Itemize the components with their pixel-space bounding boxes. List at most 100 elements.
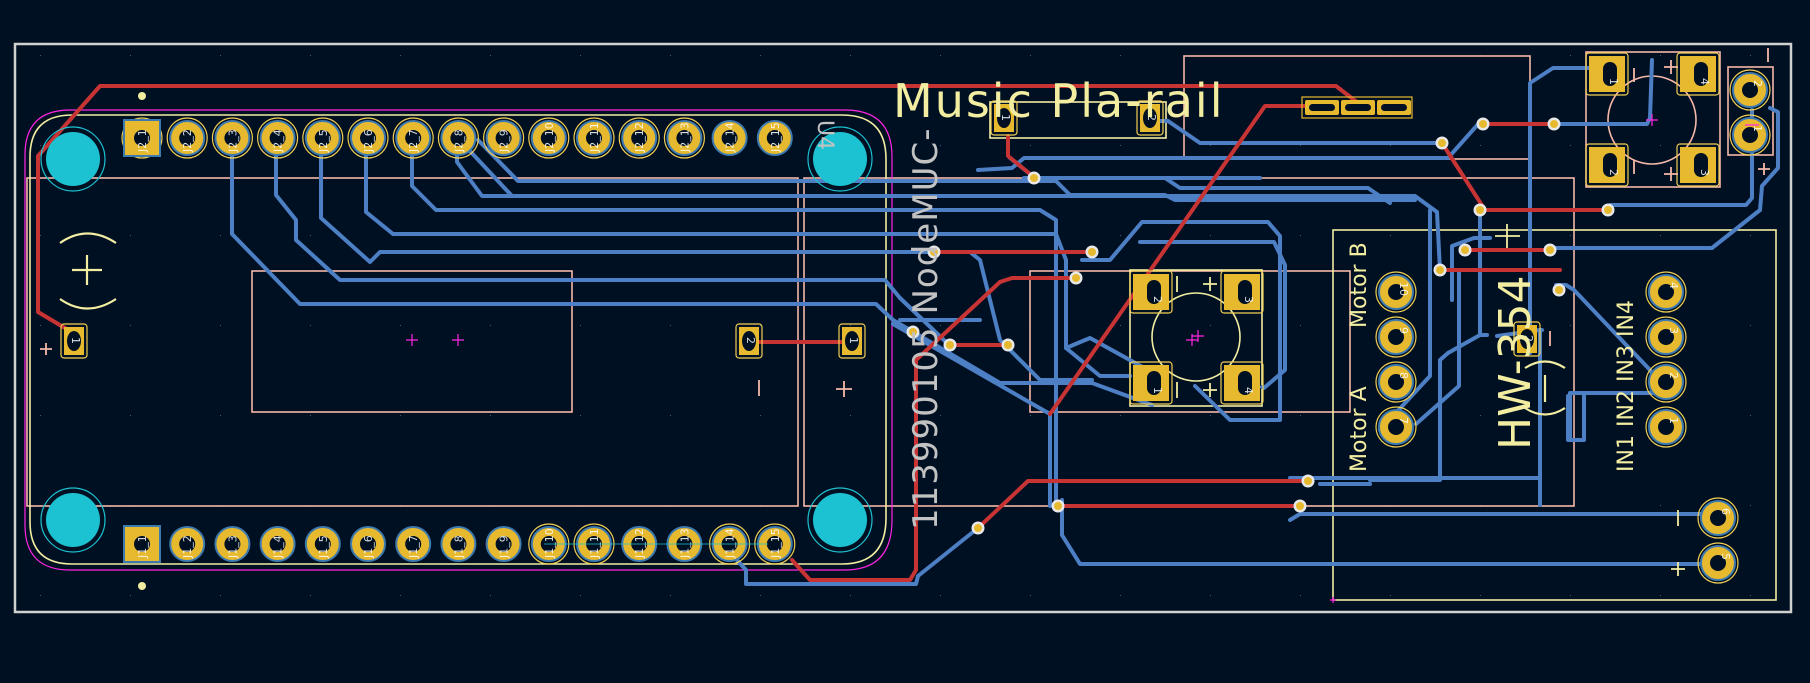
grid-dot — [130, 325, 131, 326]
grid-dot — [1480, 595, 1481, 596]
sw2-pin-2[interactable]: 2 — [1585, 143, 1629, 187]
header-pin-j1-6[interactable]: J1_6 — [350, 526, 386, 562]
grid-dot — [580, 55, 581, 56]
via — [927, 245, 941, 259]
grid-dot — [1390, 145, 1391, 146]
header-pin-j2-10[interactable]: J2_10 — [528, 117, 570, 159]
motor-pin-9[interactable]: 9 — [1375, 316, 1417, 358]
pad-label: J2_7 — [407, 129, 420, 153]
grid-dot — [1300, 325, 1301, 326]
via — [943, 338, 957, 352]
motor-pin-7[interactable]: 7 — [1375, 406, 1417, 448]
motor-pin-8[interactable]: 8 — [1375, 361, 1417, 403]
pad-label: J1_4 — [272, 535, 285, 559]
connector-pin-2[interactable]: 2 — [1729, 69, 1771, 111]
mounting-hole-bl — [40, 487, 106, 553]
motor-pin-10[interactable]: 10 — [1375, 271, 1417, 313]
header-pin-j1-8[interactable]: J1_8 — [440, 526, 477, 562]
pad-label: 4 — [1698, 78, 1711, 85]
sw2-pin-3[interactable]: 3 — [1676, 143, 1720, 187]
header-pin-j2-9[interactable]: J2_9 — [483, 117, 525, 159]
header-pin-j1-14[interactable]: J1_14 — [708, 523, 751, 565]
button-sw1[interactable]: 2 3 1 4 — [1129, 270, 1264, 405]
power-pin-5[interactable]: 5 — [1697, 542, 1739, 584]
module-ref: U4 — [812, 120, 837, 150]
sw1-pin-2[interactable]: 2 — [1129, 270, 1173, 314]
header-pin-j1-5[interactable]: J1_5 — [304, 526, 341, 562]
grid-dot — [1390, 235, 1391, 236]
sw2-pin-1[interactable]: 1 — [1585, 52, 1629, 96]
header-pin-j1-7[interactable]: J1_7 — [395, 526, 432, 562]
smd-pad-battery-contact[interactable]: 1 — [60, 323, 88, 359]
smd-pad-cap-right[interactable]: 1 — [838, 323, 866, 359]
fab-module-outline — [24, 109, 893, 571]
header-pin-j2-6[interactable]: J2_6 — [347, 117, 389, 159]
pad-label: J2_1 — [136, 129, 149, 153]
header-pin-j2-14[interactable]: J2_14 — [711, 120, 748, 156]
pad-label: J1_6 — [362, 535, 375, 559]
header-pin-j2-12[interactable]: J2_12 — [618, 117, 660, 159]
grid-dot — [940, 415, 941, 416]
pad-label: 5 — [1719, 553, 1732, 560]
grid-dot — [1660, 145, 1661, 146]
input-pin-1[interactable]: 1 — [1645, 406, 1687, 448]
smd-pad-rail-contact-right[interactable]: 2 — [1136, 100, 1164, 136]
power-pin-6[interactable]: 6 — [1697, 497, 1739, 539]
header-pin-j2-11[interactable]: J2_11 — [573, 117, 615, 159]
input-pin-2[interactable]: 2 — [1645, 361, 1687, 403]
sw1-pin-3[interactable]: 3 — [1220, 270, 1264, 314]
grid-dot — [490, 595, 491, 596]
grid-dot — [1750, 415, 1751, 416]
smd-pad-hw354-gnd[interactable]: 2 — [1513, 321, 1541, 357]
mounting-hole-br — [807, 487, 873, 553]
grid-dot — [220, 415, 221, 416]
header-pin-j1-9[interactable]: J1_9 — [485, 526, 522, 562]
header-pin-j2-3[interactable]: J2_3 — [211, 117, 253, 159]
connector-pin-1[interactable]: 1 — [1729, 114, 1771, 156]
header-pin-j2-2[interactable]: J2_2 — [166, 117, 208, 159]
header-pin-j1-15[interactable]: J1_15 — [754, 523, 796, 565]
module-label: 113990105 NodeMUC- — [906, 128, 946, 530]
pad-label: J2_2 — [181, 129, 194, 153]
header-pin-j1-1[interactable]: J1_1 — [123, 525, 161, 563]
header-pin-j1-3[interactable]: J1_3 — [214, 526, 251, 562]
input-pin-4[interactable]: 4 — [1645, 271, 1687, 313]
silk-module-outline — [29, 114, 887, 565]
button-sw2[interactable]: 1 4 2 3 — [1585, 52, 1720, 187]
header-pin-j2-15[interactable]: J2_15 — [756, 120, 793, 156]
small-smd-pads: 1 1 2 2 1 2 — [60, 100, 1541, 359]
grid-dot — [1750, 235, 1751, 236]
mounting-hole-tl — [40, 126, 106, 192]
header-pin-j1-4[interactable]: J1_4 — [259, 526, 296, 562]
plus-marker-cap — [836, 381, 852, 397]
grid-dot — [1210, 595, 1211, 596]
plus-marker-pwr5 — [1671, 562, 1685, 576]
smd-pad-rail-contact-left[interactable]: 1 — [990, 100, 1018, 136]
grid-dot — [310, 415, 311, 416]
header-pin-j1-11[interactable]: J1_11 — [573, 523, 615, 565]
grid-dot — [40, 415, 41, 416]
sw1-pin-1[interactable]: 1 — [1129, 361, 1173, 405]
header-pin-j2-13[interactable]: J2_13 — [663, 117, 706, 159]
grid-dot — [310, 595, 311, 596]
motor-a-label: Motor A — [1347, 386, 1372, 472]
smd-pad-cap-left[interactable]: 2 — [735, 323, 763, 359]
grid-dot — [40, 325, 41, 326]
sw2-pin-4[interactable]: 4 — [1676, 52, 1720, 96]
header-pin-j2-4[interactable]: J2_4 — [257, 117, 299, 159]
grid-dot — [760, 415, 761, 416]
header-pin-j2-5[interactable]: J2_5 — [302, 117, 344, 159]
header-pin-j2-8[interactable]: J2_8 — [437, 117, 479, 159]
pad-label: 6 — [1719, 508, 1732, 515]
rail-connector — [1301, 96, 1413, 119]
sw1-pin-4[interactable]: 4 — [1220, 361, 1264, 405]
header-pin-j2-7[interactable]: J2_7 — [392, 117, 434, 159]
input-pin-3[interactable]: 3 — [1645, 316, 1687, 358]
pad-label: J2_8 — [452, 129, 465, 153]
grid-dot — [670, 325, 671, 326]
via — [1552, 283, 1566, 297]
pad-label: J2_5 — [317, 129, 330, 153]
header-pin-j1-2[interactable]: J1_2 — [169, 526, 206, 562]
header-pin-j2-1[interactable]: J2_1 — [121, 117, 163, 159]
